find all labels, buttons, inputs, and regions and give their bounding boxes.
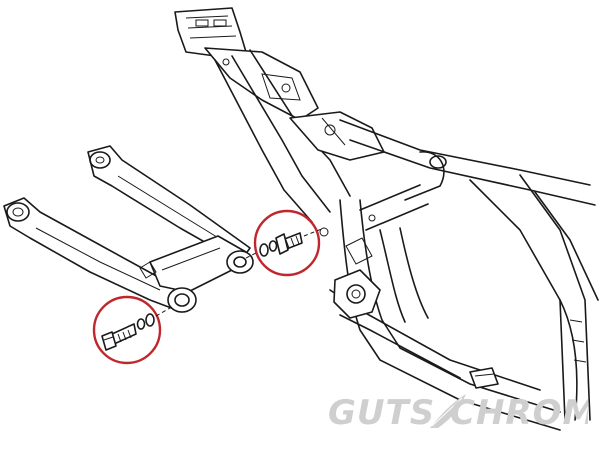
watermark-text-chrome: CHROME (450, 393, 588, 433)
upper-pivot-bolt-assembly (245, 209, 325, 277)
lower-pivot-bolt-callout (92, 295, 162, 365)
guts-chrome-watermark-logo: GUTS CHROME (328, 393, 588, 433)
watermark-text-guts: GUTS (328, 393, 435, 433)
feather-icon (430, 394, 466, 428)
lower-pivot-bolt-assembly (92, 295, 171, 365)
swingarm (3, 145, 254, 313)
motorcycle-frame (174, 7, 599, 431)
upper-pivot-bolt-callout (253, 209, 321, 277)
